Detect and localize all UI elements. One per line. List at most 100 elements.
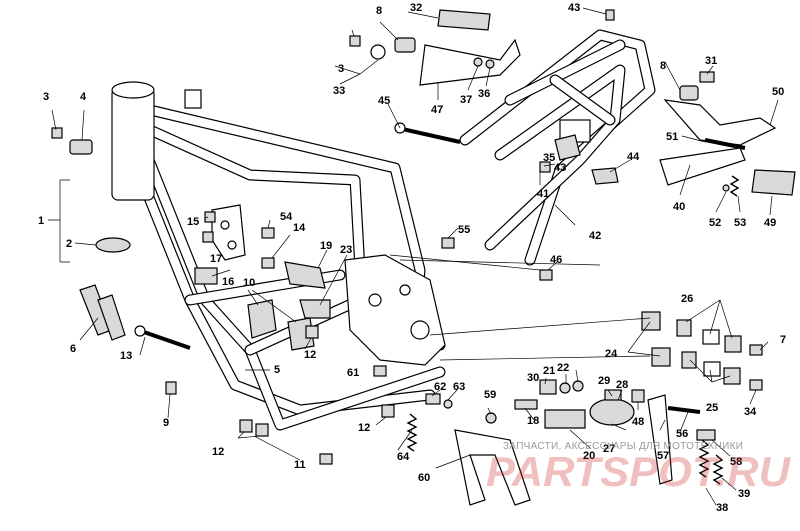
label-34: 34 <box>744 406 757 418</box>
label-18: 18 <box>527 415 539 427</box>
label-52: 52 <box>709 217 721 229</box>
center-stand-60 <box>454 429 531 506</box>
label-30: 30 <box>527 372 539 384</box>
label-46: 46 <box>550 254 562 266</box>
label-16: 16 <box>222 276 234 288</box>
label-10: 10 <box>243 277 255 289</box>
spring-38 <box>698 439 710 478</box>
label-47: 47 <box>431 104 443 116</box>
label-11: 11 <box>294 459 306 471</box>
bracket-10a <box>247 299 277 339</box>
label-12b: 12 <box>304 349 316 361</box>
bolt-43a <box>605 9 615 21</box>
nut-12d <box>305 325 319 339</box>
footpeg-arm-40 <box>659 147 746 186</box>
bracket-23 <box>299 299 331 319</box>
bushing-25a <box>702 329 720 345</box>
label-12c: 12 <box>358 422 370 434</box>
label-50: 50 <box>772 86 784 98</box>
label-45: 45 <box>378 95 390 107</box>
watermark-caption: ЗАПЧАСТИ, АКСЕССУАРЫ ДЛЯ МОТОТЕХНИКИ <box>503 441 743 452</box>
label-48: 48 <box>632 416 644 428</box>
label-32: 32 <box>410 2 422 14</box>
label-27: 27 <box>603 443 615 455</box>
label-62: 62 <box>434 381 446 393</box>
label-3a: 3 <box>43 91 49 103</box>
label-15: 15 <box>187 216 199 228</box>
label-20: 20 <box>583 450 595 462</box>
label-63: 63 <box>453 381 465 393</box>
bracket-27 <box>589 398 635 426</box>
label-3b: 3 <box>338 63 344 75</box>
label-41: 41 <box>537 188 549 200</box>
bolt-14 <box>261 257 275 269</box>
leader-lines <box>48 7 779 506</box>
bolt-54 <box>261 227 275 239</box>
rubber-8 <box>394 37 416 53</box>
label-56: 56 <box>676 428 688 440</box>
label-28: 28 <box>616 379 628 391</box>
frame-tab <box>184 89 202 109</box>
label-31: 31 <box>705 55 717 67</box>
loose-parts <box>51 9 796 506</box>
bushing-3 <box>370 44 386 60</box>
nut-21 <box>559 382 571 394</box>
label-4: 4 <box>80 91 87 103</box>
bushing-25b <box>703 361 721 377</box>
bushing-25d <box>723 367 741 385</box>
steering-head-tube <box>111 87 155 201</box>
nut-17 <box>202 231 214 243</box>
label-40: 40 <box>673 201 685 213</box>
bolt-7 <box>749 344 763 356</box>
lock-4 <box>69 139 93 155</box>
label-29: 29 <box>598 375 610 387</box>
washer-36 <box>485 59 495 69</box>
nut-12a <box>239 419 253 433</box>
label-22: 22 <box>557 362 569 374</box>
label-35: 35 <box>543 152 555 164</box>
label-43a: 43 <box>568 2 580 14</box>
label-19: 19 <box>320 240 332 252</box>
bolt-46 <box>539 269 553 281</box>
label-61: 61 <box>347 367 359 379</box>
label-8b: 8 <box>660 60 666 72</box>
washer-22 <box>572 380 584 392</box>
bolt-55 <box>441 237 455 249</box>
bolt-31 <box>699 71 715 83</box>
nut-37 <box>473 57 483 67</box>
label-49: 49 <box>764 217 776 229</box>
callout-labels: 3 4 1 2 6 13 9 10 11 12 12 12 5 14 54 15… <box>38 2 786 514</box>
label-26: 26 <box>681 293 693 305</box>
label-58: 58 <box>730 456 742 468</box>
label-21: 21 <box>543 365 555 377</box>
washer-59 <box>485 412 497 424</box>
label-2: 2 <box>66 238 72 250</box>
footpeg-49 <box>751 169 796 196</box>
label-64: 64 <box>397 451 410 463</box>
label-14: 14 <box>293 222 306 234</box>
bolt-11 <box>319 453 333 465</box>
bolt-9 <box>165 381 177 395</box>
label-55: 55 <box>458 224 470 236</box>
nut-15 <box>204 211 216 223</box>
bushing-25c <box>724 335 742 353</box>
bolt-18 <box>514 399 538 410</box>
pin-58 <box>696 429 716 441</box>
label-24: 24 <box>605 348 618 360</box>
label-36: 36 <box>478 88 490 100</box>
label-9: 9 <box>163 417 169 429</box>
label-5: 5 <box>274 364 280 376</box>
label-8a: 8 <box>376 5 382 17</box>
label-43b: 43 <box>554 162 566 174</box>
label-25: 25 <box>706 402 718 414</box>
spring-64 <box>406 413 418 452</box>
label-33: 33 <box>333 85 345 97</box>
bolt-61 <box>373 365 387 377</box>
label-17: 17 <box>210 253 222 265</box>
bracket-43b <box>554 134 581 161</box>
nut-12b <box>255 423 269 437</box>
label-51: 51 <box>666 131 678 143</box>
bracket-16 <box>194 267 218 285</box>
nut-12c <box>381 404 395 418</box>
main-frame <box>111 81 446 431</box>
